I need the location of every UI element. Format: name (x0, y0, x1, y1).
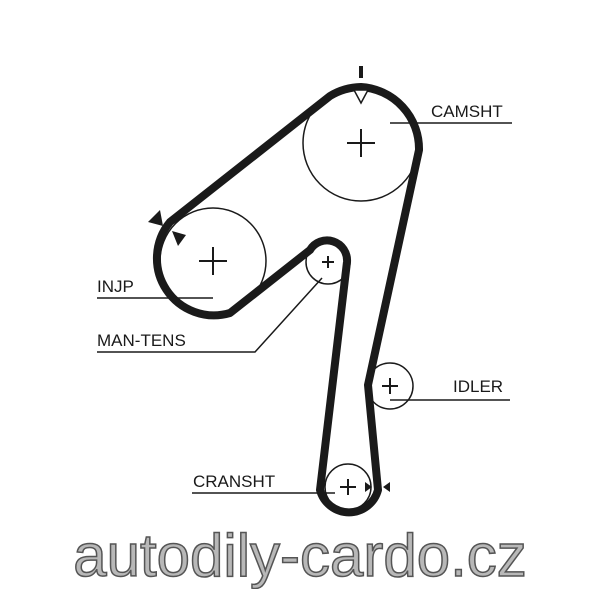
label-crankshaft: CRANSHT (193, 472, 275, 491)
center-marks (199, 129, 398, 495)
label-manual-tensioner: MAN-TENS (97, 331, 186, 350)
alignment-marks (148, 66, 390, 492)
watermark: autodily-cardo.cz (73, 522, 527, 589)
label-idler: IDLER (453, 377, 503, 396)
timing-belt (153, 83, 424, 517)
label-camshaft: CAMSHT (431, 102, 503, 121)
label-injection-pump: INJP (97, 277, 134, 296)
leader-lines (97, 122, 512, 494)
